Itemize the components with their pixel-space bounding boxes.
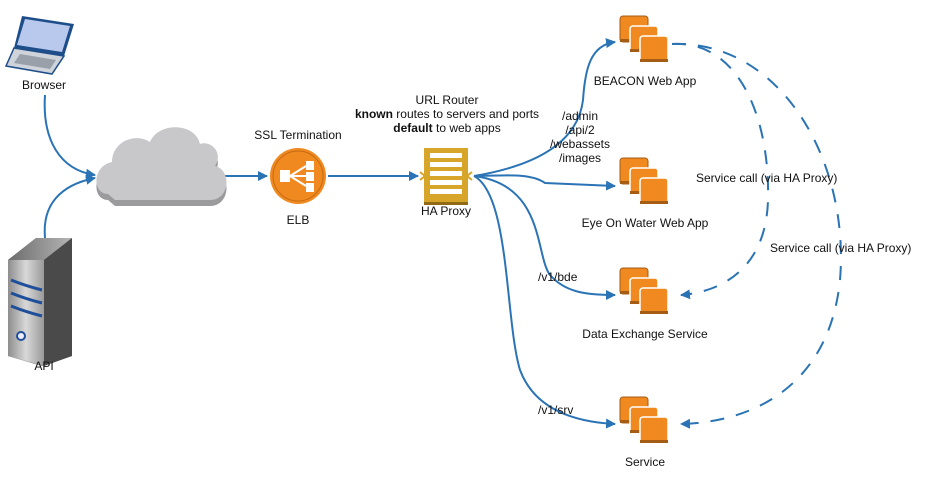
edge-browser-cloud <box>43 94 96 179</box>
elb-label: ELB <box>286 213 310 227</box>
haproxy-label: HA Proxy <box>420 204 472 218</box>
eyeonwater-label: Eye On Water Web App <box>581 216 709 230</box>
dataexchange-instances-icon <box>619 267 669 315</box>
service-label: Service <box>624 455 666 469</box>
cloud-icon <box>96 127 227 206</box>
service-call-outer-label: Service call (via HA Proxy) <box>770 241 912 255</box>
dataexchange-label: Data Exchange Service <box>582 327 708 341</box>
route-webassets: /webassets <box>549 137 611 151</box>
beacon-label: BEACON Web App <box>593 74 697 88</box>
haproxy-desc-bold-default: default <box>393 121 433 135</box>
route-bde: /v1/bde <box>538 270 578 284</box>
route-admin: /admin <box>561 109 599 123</box>
haproxy-desc-rest2: to web apps <box>432 121 501 135</box>
haproxy-desc-rest1: routes to servers and ports <box>392 107 540 121</box>
edge-servicecall-outer <box>671 42 842 429</box>
edge-haproxy-eyeonwater <box>473 174 616 191</box>
route-srv: /v1/srv <box>538 403 574 417</box>
haproxy-desc-bold-known: known <box>354 107 393 121</box>
edge-haproxy-dataexchange <box>473 175 616 300</box>
proxy-icon <box>419 148 473 205</box>
browser-label: Browser <box>21 78 67 92</box>
route-images: /images <box>558 151 602 165</box>
eyeonwater-instances-icon <box>619 157 669 205</box>
route-api2: /api/2 <box>565 123 595 137</box>
haproxy-desc-line2: default to web apps <box>393 121 500 135</box>
haproxy-desc-line1: known routes to servers and ports <box>355 107 539 121</box>
service-call-inner-label: Service call (via HA Proxy) <box>696 171 838 185</box>
elb-title: SSL Termination <box>254 128 342 142</box>
beacon-instances-icon <box>619 15 669 63</box>
edge-haproxy-beacon <box>473 38 616 177</box>
server-icon <box>8 238 72 366</box>
api-label: API <box>34 359 54 373</box>
haproxy-title: URL Router <box>415 93 479 107</box>
edge-haproxy-service <box>473 175 616 429</box>
load-balancer-icon <box>270 148 326 204</box>
laptop-icon <box>4 16 74 75</box>
service-instances-icon <box>619 396 669 444</box>
edge-api-cloud <box>43 174 96 239</box>
